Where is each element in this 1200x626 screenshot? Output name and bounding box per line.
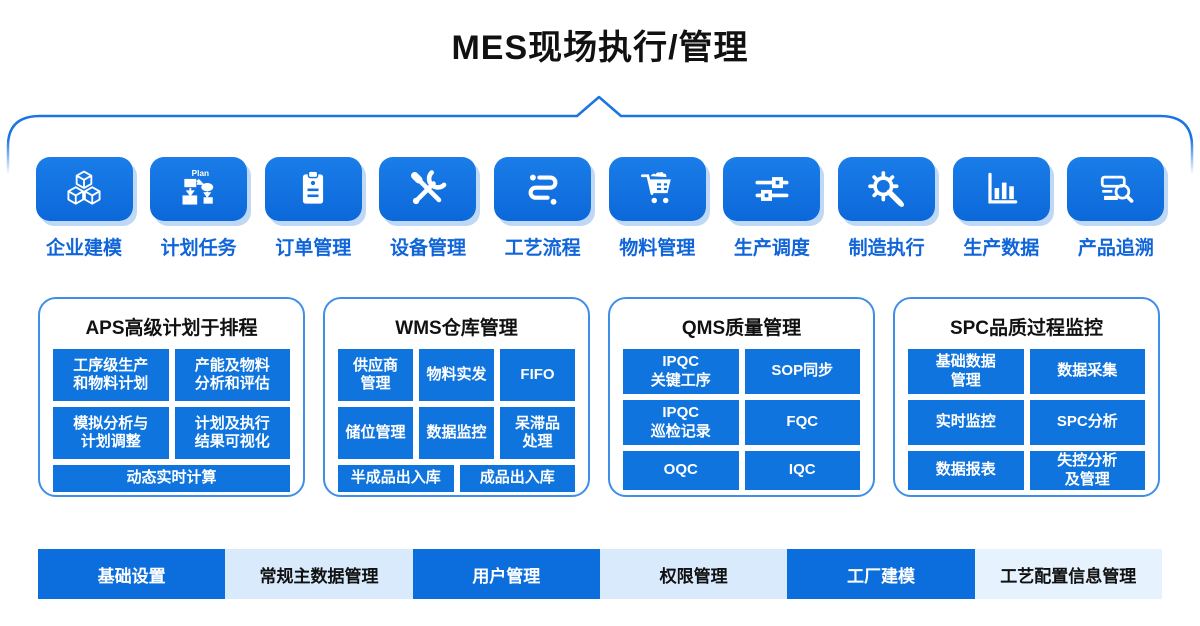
panel-title: WMS仓库管理	[395, 318, 518, 339]
module-tile: Plan	[150, 157, 248, 221]
panel-cell: 储位管理	[338, 407, 413, 459]
module-label: 订单管理	[275, 238, 352, 259]
module-label: 工艺流程	[504, 238, 581, 259]
panel-wms: WMS仓库管理 供应商 管理 物料实发 FIFO 储位管理 数据监控 呆滞品 处…	[323, 297, 590, 497]
module-tile	[379, 157, 477, 221]
footer-item-factory-modeling: 工厂建模	[787, 549, 975, 599]
module-production-scheduling: 生产调度	[723, 157, 821, 260]
panel-cell: OQC	[623, 451, 739, 490]
panel-cell: FQC	[744, 400, 860, 445]
svg-text:Plan: Plan	[191, 169, 208, 178]
panel-cell: IQC	[744, 451, 860, 490]
panel-cell: 基础数据 管理	[908, 349, 1024, 394]
panel-title: APS高级计划于排程	[85, 318, 258, 339]
panel-cell: 成品出入库	[459, 465, 575, 492]
module-plan-task: Plan 计划任务	[150, 157, 248, 260]
panel-grid: 基础数据 管理 数据采集 实时监控 SPC分析 数据报表 失控分析 及管理	[908, 349, 1145, 490]
panel-cell: 半成品出入库	[338, 465, 454, 492]
footer-item-process-config: 工艺配置信息管理	[974, 549, 1162, 599]
panel-cell: IPQC 巡检记录	[623, 400, 739, 445]
clipboard-icon	[303, 170, 324, 204]
footer-item-master-data: 常规主数据管理	[225, 549, 413, 599]
panel-spc: SPC品质过程监控 基础数据 管理 数据采集 实时监控 SPC分析 数据报表 失…	[893, 297, 1160, 497]
footer-item-basic-settings: 基础设置	[38, 549, 226, 599]
module-tile	[723, 157, 821, 221]
panel-cell: 实时监控	[908, 400, 1024, 445]
module-label: 企业建模	[45, 238, 122, 259]
module-label: 生产调度	[733, 238, 810, 259]
tools-icon	[411, 170, 447, 205]
module-tile	[264, 157, 362, 221]
panel-cell: 数据采集	[1029, 349, 1145, 394]
panel-row: APS高级计划于排程 工序级生产 和物料计划 产能及物料 分析和评估 模拟分析与…	[38, 297, 1162, 497]
module-row: 企业建模 Plan	[35, 157, 1165, 260]
module-manufacturing-execution: 制造执行	[838, 157, 936, 260]
panel-cell: 动态实时计算	[53, 465, 290, 492]
module-tile	[35, 157, 133, 221]
module-label: 生产数据	[963, 238, 1040, 259]
panel-qms: QMS质量管理 IPQC 关键工序 SOP同步 IPQC 巡检记录 FQC OQ…	[608, 297, 875, 497]
module-label: 计划任务	[160, 238, 237, 259]
flow-icon	[528, 174, 557, 205]
module-process-flow: 工艺流程	[494, 157, 592, 260]
cart-icon	[641, 171, 672, 204]
panel-cell: 模拟分析与 计划调整	[53, 407, 169, 459]
gear-wrench-icon	[867, 171, 904, 207]
page-title: MES现场执行/管理	[451, 29, 749, 67]
panel-cell: SOP同步	[744, 349, 860, 394]
panel-cell: FIFO	[500, 349, 575, 401]
module-label: 物料管理	[619, 238, 696, 259]
module-product-tracing: 产品追溯	[1067, 157, 1165, 260]
panel-cell: 物料实发	[419, 349, 494, 401]
module-equipment-management: 设备管理	[379, 157, 477, 260]
panel-aps: APS高级计划于排程 工序级生产 和物料计划 产能及物料 分析和评估 模拟分析与…	[38, 297, 305, 497]
module-tile	[838, 157, 936, 221]
panel-cell: 计划及执行 结果可视化	[174, 407, 290, 459]
module-label: 产品追溯	[1077, 238, 1154, 259]
panel-cell: 数据报表	[908, 451, 1024, 490]
panel-grid: 供应商 管理 物料实发 FIFO 储位管理 数据监控 呆滞品 处理 半成品出入库…	[338, 349, 575, 492]
module-tile	[952, 157, 1050, 221]
module-tile	[608, 157, 706, 221]
sliders-icon	[755, 177, 789, 201]
cubes-icon	[67, 170, 101, 205]
footer-item-permission-management: 权限管理	[599, 549, 788, 599]
module-enterprise-modeling: 企业建模	[35, 157, 133, 260]
panel-cell: SPC分析	[1029, 400, 1145, 445]
module-tile	[494, 157, 592, 221]
panel-grid: 工序级生产 和物料计划 产能及物料 分析和评估 模拟分析与 计划调整 计划及执行…	[53, 349, 290, 492]
footer-item-user-management: 用户管理	[412, 549, 600, 599]
module-order-management: 订单管理	[264, 157, 362, 260]
panel-cell: 失控分析 及管理	[1029, 451, 1145, 490]
foundation-bar: 基础设置 常规主数据管理 用户管理 权限管理 工厂建模 工艺配置信息管理	[38, 549, 1162, 599]
panel-cell: 呆滞品 处理	[500, 407, 575, 459]
panel-grid: IPQC 关键工序 SOP同步 IPQC 巡检记录 FQC OQC IQC	[623, 349, 860, 490]
plan-flowchart-icon: Plan	[182, 169, 213, 205]
module-material-management: 物料管理	[608, 157, 706, 260]
panel-cell: 产能及物料 分析和评估	[174, 349, 290, 401]
panel-cell: 工序级生产 和物料计划	[53, 349, 169, 401]
module-label: 设备管理	[389, 238, 466, 259]
panel-cell: 数据监控	[419, 407, 494, 459]
module-production-data: 生产数据	[952, 157, 1050, 260]
brace-frame	[6, 95, 1194, 174]
search-trace-icon	[1100, 175, 1134, 203]
panel-title: QMS质量管理	[681, 318, 802, 339]
panel-cell: 供应商 管理	[338, 349, 413, 401]
module-tile	[1067, 157, 1165, 221]
module-label: 制造执行	[848, 238, 925, 259]
bar-chart-icon	[988, 172, 1018, 204]
panel-cell: IPQC 关键工序	[623, 349, 739, 394]
panel-title: SPC品质过程监控	[949, 318, 1104, 339]
